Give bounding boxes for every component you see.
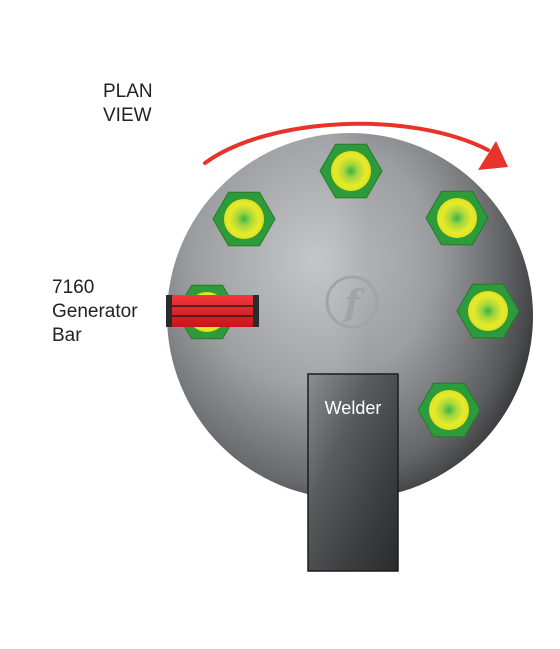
nut-5-icon: [417, 382, 481, 438]
nut-3-icon: [425, 190, 489, 246]
welder-label: Welder: [324, 398, 382, 418]
nut-1-icon: [319, 143, 383, 199]
rotation-arrow-icon: [203, 121, 508, 170]
nut-2-icon: [212, 191, 276, 247]
generator-bar-label-line-1: 7160: [52, 277, 95, 298]
nut-stations: [175, 143, 520, 438]
welder-block: [307, 373, 399, 572]
plan-view-line-2: VIEW: [103, 105, 152, 126]
generator-bar-label-line-2: Generator: [52, 301, 138, 322]
generator-bar: [166, 295, 259, 327]
generator-bar-label: 7160 Generator Bar: [52, 276, 138, 348]
generator-bar-label-line-3: Bar: [52, 325, 82, 346]
plan-view-line-1: PLAN: [103, 81, 153, 102]
nut-4-icon: [456, 283, 520, 339]
plan-view-label: PLAN VIEW: [103, 80, 153, 128]
